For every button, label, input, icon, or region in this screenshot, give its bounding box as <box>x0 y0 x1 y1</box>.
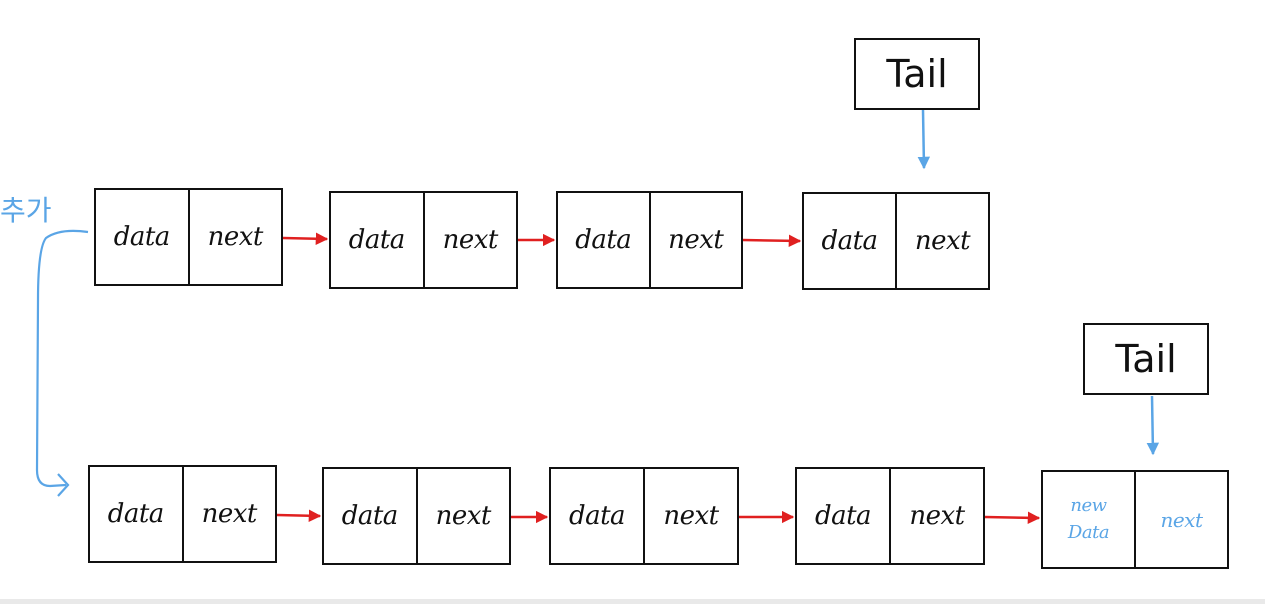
data-cell: data <box>821 226 878 256</box>
data-cell: data <box>814 501 872 531</box>
list-node: data next <box>556 191 743 289</box>
next-cell: next <box>889 469 983 563</box>
data-cell: data <box>568 501 626 531</box>
next-cell: next <box>895 194 988 288</box>
next-arrow <box>984 511 1041 525</box>
list-node: data next <box>88 465 277 563</box>
new-data-line1: new <box>1070 495 1107 517</box>
tail-label: Tail <box>1115 337 1177 381</box>
new-next-cell: next <box>1134 472 1227 567</box>
next-arrow <box>742 234 802 248</box>
tail-box: Tail <box>1083 323 1209 395</box>
data-cell: data <box>341 501 399 531</box>
next-cell: next <box>181 467 276 561</box>
data-cell: data <box>113 222 171 252</box>
data-cell: data <box>348 225 406 255</box>
next-arrow <box>276 509 322 522</box>
tail-pointer-arrow <box>1146 395 1160 456</box>
list-node: data next <box>329 191 518 289</box>
tail-box: Tail <box>854 38 980 110</box>
bottom-divider <box>0 599 1265 604</box>
new-data-cell: new Data <box>1043 472 1134 567</box>
next-cell: next <box>422 193 517 287</box>
list-node: data next <box>802 192 990 290</box>
tail-label: Tail <box>886 52 948 96</box>
add-label: 추가 <box>0 194 52 227</box>
next-cell: next <box>648 193 742 287</box>
tail-pointer-arrow <box>917 109 931 170</box>
data-cell: data <box>575 225 632 255</box>
list-node: data next <box>549 467 739 565</box>
next-cell: next <box>187 190 282 284</box>
add-transition-arrow <box>35 229 89 488</box>
list-node: data next <box>322 467 511 565</box>
new-list-node: new Data next <box>1041 470 1229 569</box>
list-node: data next <box>94 188 283 286</box>
list-node: data next <box>795 467 985 565</box>
next-cell: next <box>643 469 737 563</box>
next-arrow <box>282 232 329 245</box>
new-data-line2: Data <box>1067 521 1110 543</box>
add-transition-arrowhead <box>57 473 70 497</box>
next-cell: next <box>415 469 510 563</box>
data-cell: data <box>107 499 165 529</box>
